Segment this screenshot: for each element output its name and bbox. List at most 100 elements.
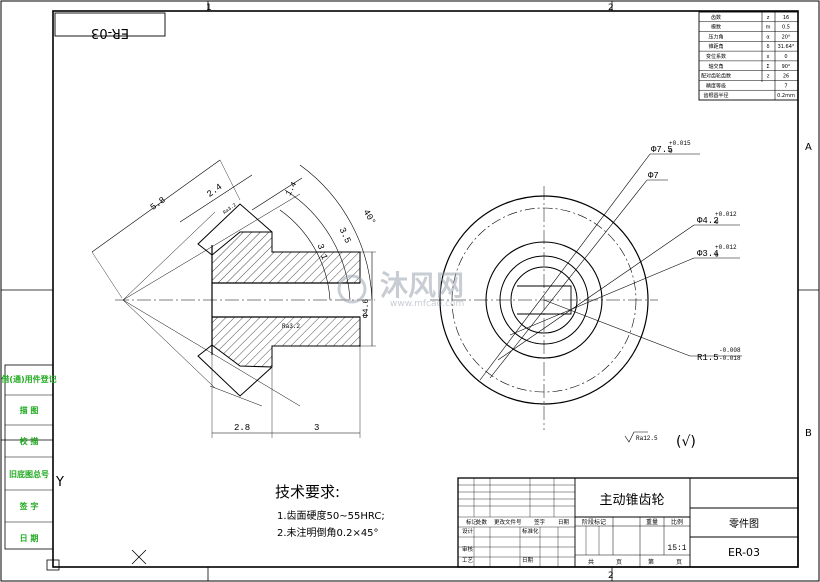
param-value: 7 xyxy=(784,83,787,89)
label-weight: 重量 xyxy=(646,518,658,526)
dim-24: 2.4 xyxy=(205,182,224,200)
dim-r15: R1.5 xyxy=(697,353,719,363)
pitch-line-lower xyxy=(122,299,301,407)
dim-phi75: Φ7.5 xyxy=(651,145,673,155)
dim-31: 3.1 xyxy=(315,243,330,262)
param-value: 20° xyxy=(782,34,791,40)
label-mark: 标记 xyxy=(466,518,478,526)
param-name: 齿数 xyxy=(711,14,721,21)
param-symbol: z xyxy=(767,74,770,80)
strip-label-1: 借(通)用件登记 xyxy=(0,374,56,384)
part-name: 主动锥齿轮 xyxy=(599,493,664,508)
label-change-no: 更改文件号 xyxy=(494,518,522,526)
arc-35 xyxy=(284,189,351,301)
label-date2: 日期 xyxy=(522,557,534,564)
section-upper xyxy=(211,231,361,284)
param-symbol: x xyxy=(767,54,770,60)
param-name: 变位系数 xyxy=(706,53,726,60)
dim-phi42: Φ4.2 xyxy=(697,216,719,226)
scale-value: 15:1 xyxy=(667,544,686,553)
dim-40: 40° xyxy=(361,208,378,227)
param-value: 0 xyxy=(784,54,787,60)
dim-phi34-tol: +0.012 xyxy=(715,244,737,251)
param-value: 90° xyxy=(782,64,791,70)
cone-line-1 xyxy=(122,211,216,301)
param-symbol: α xyxy=(766,34,770,40)
dim-phi34-tol0: 0 xyxy=(715,252,719,259)
dim-phi75-tol: +0.015 xyxy=(669,140,691,147)
param-value: 26 xyxy=(783,74,789,80)
zone-right-b: B xyxy=(805,428,812,439)
param-name: 配对齿轮齿数 xyxy=(701,73,731,80)
dim-46: Φ4.6 xyxy=(362,299,371,318)
param-symbol: Σ xyxy=(766,64,769,70)
dim-phi75-tol0: 0 xyxy=(669,148,673,155)
watermark-url: www.mfcad.com xyxy=(390,299,464,309)
arc-40 xyxy=(299,164,373,301)
dim-14: 1.4 xyxy=(284,180,299,197)
param-name: 锥距角 xyxy=(708,43,723,50)
label-standard: 标准化 xyxy=(522,527,539,535)
label-review: 审核 xyxy=(462,545,474,553)
param-name: 齿根圆半径 xyxy=(703,92,728,99)
dim-phi7: Φ7 xyxy=(648,171,659,181)
drawing-code: ER-03 xyxy=(728,546,760,559)
label-sheet: 第 xyxy=(648,558,654,566)
dim-phi34: Φ3.4 xyxy=(697,249,719,259)
strip-label-3: 校 描 xyxy=(20,436,39,446)
zone-bottom-2: 2 xyxy=(608,571,614,581)
label-process: 工艺 xyxy=(462,557,474,564)
label-stage: 阶段标记 xyxy=(582,518,606,526)
rotated-drawing-code: ER-03 xyxy=(91,25,129,40)
dim-3: 3 xyxy=(314,423,319,433)
tooth-upper xyxy=(197,203,273,256)
cross-marker xyxy=(46,549,147,571)
dim-r15-tol2: -0.018 xyxy=(719,355,741,362)
roughness-front: Ra12.5 xyxy=(636,435,658,442)
pitch-line-upper xyxy=(122,193,301,301)
drawing-type: 零件图 xyxy=(729,518,759,530)
label-ratio: 比例 xyxy=(671,518,683,526)
strip-label-5: 签 字 xyxy=(19,501,39,511)
tech-req-title: 技术要求: xyxy=(275,483,340,501)
label-sheet-page: 页 xyxy=(676,559,682,566)
front-leaders xyxy=(479,153,742,381)
strip-label-6: 日 期 xyxy=(20,533,39,543)
watermark-logo xyxy=(337,274,367,304)
gear-param-table xyxy=(698,11,799,101)
param-name: 轴交角 xyxy=(708,63,723,70)
zone-right-a: A xyxy=(805,142,812,153)
param-value: 0.5 xyxy=(782,25,790,31)
tech-req-item-1: 1.齿面硬度50~55HRC; xyxy=(277,509,385,522)
dim-35: 3.5 xyxy=(337,226,353,245)
dim-24-line xyxy=(179,174,253,223)
strip-label-4: 旧底图总号 xyxy=(9,469,49,479)
dim-r15-tol1: -0.008 xyxy=(719,347,741,354)
cone-line-3 xyxy=(209,385,263,407)
param-value: 31.64° xyxy=(778,44,795,50)
dim-phi42-tol0: 0 xyxy=(715,219,719,226)
watermark-brand: 沐风网 xyxy=(380,269,464,302)
zone-top-1: 1 xyxy=(206,3,212,13)
title-block xyxy=(457,477,799,568)
param-symbol: z xyxy=(767,15,770,21)
roughness-side-2: Ra3.2 xyxy=(282,323,300,330)
param-value: 16 xyxy=(783,15,789,21)
label-total: 共 xyxy=(588,558,594,566)
param-name: 模数 xyxy=(711,24,721,31)
roughness-symbol xyxy=(624,431,648,443)
section-lower xyxy=(211,316,361,368)
left-strip xyxy=(4,364,54,550)
dim-phi42-tol: +0.012 xyxy=(715,211,737,218)
roughness-other: (√) xyxy=(676,434,696,450)
dim-58-line xyxy=(91,159,221,253)
label-date: 日期 xyxy=(558,519,570,526)
arc-31 xyxy=(279,209,331,301)
zone-top-2: 2 xyxy=(608,3,614,13)
inner-border xyxy=(52,10,799,568)
cone-line-2 xyxy=(122,299,216,389)
param-name: 精度等级 xyxy=(706,82,726,89)
